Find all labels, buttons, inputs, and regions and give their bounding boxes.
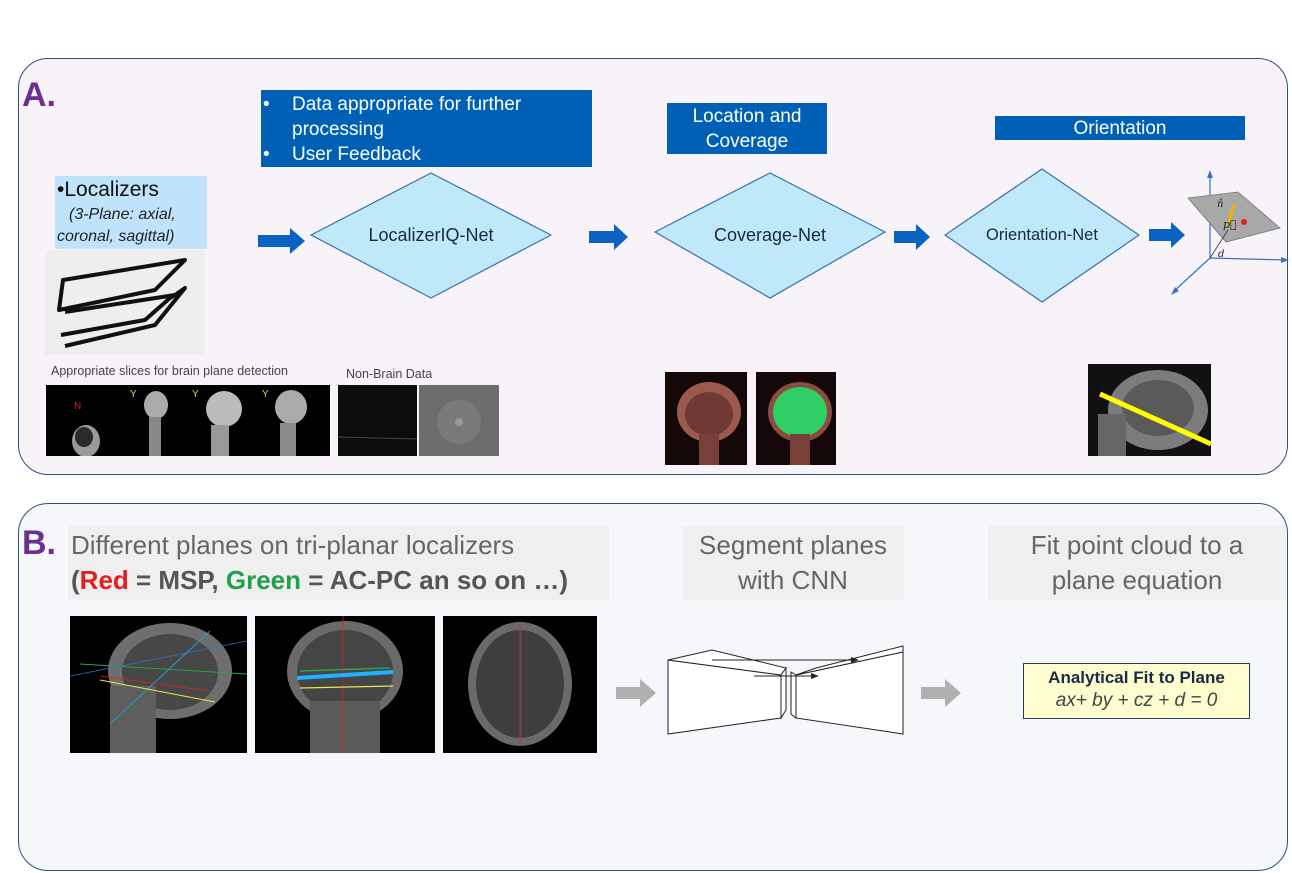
segment-planes-line-2: with CNN	[738, 565, 848, 595]
orientation-output-box: Orientation	[995, 116, 1245, 140]
fit-point-cloud-box: Fit point cloud to a plane equation	[988, 526, 1286, 600]
red-word: Red	[79, 565, 129, 595]
orientation-image	[1088, 364, 1211, 456]
distance-symbol: d	[1218, 249, 1224, 260]
plane-axes-diagram: n̂ p⃗ d	[1171, 170, 1289, 295]
analytical-fit-box: Analytical Fit to Plane ax+ by + cz + d …	[1023, 663, 1250, 719]
non-brain-caption: Non-Brain Data	[346, 367, 433, 381]
sagittal-localizer-image	[70, 616, 247, 753]
green-word: Green	[225, 565, 302, 595]
coverage-output-line-1: Location and	[692, 105, 802, 127]
plane-shape	[1187, 191, 1281, 243]
fit-point-cloud-line-1: Fit point cloud to a	[1030, 530, 1244, 560]
slice-flag-2: Y	[130, 389, 137, 400]
axial-localizer-image	[443, 616, 597, 753]
non-brain-image-2	[419, 385, 499, 456]
segment-planes-line-1: Segment planes	[699, 530, 887, 560]
arrow-to-plane	[1149, 222, 1185, 248]
point-symbol: p⃗	[1223, 218, 1237, 231]
fit-point-cloud-line-2: plane equation	[1051, 565, 1223, 595]
plane-equation: ax+ by + cz + d = 0	[1055, 690, 1218, 711]
arrow-to-coverage-net	[589, 224, 628, 250]
analytical-fit-title: Analytical Fit to Plane	[1048, 668, 1225, 687]
localizers-box: •Localizers (3-Plane: axial, coronal, sa…	[55, 176, 207, 249]
slice-flag-3: Y	[192, 389, 199, 400]
planes-description-box: Different planes on tri-planar localizer…	[68, 526, 609, 600]
non-brain-image-1	[338, 385, 417, 456]
localizers-title: •Localizers	[57, 178, 159, 201]
coverage-output-box: Location and Coverage	[667, 103, 827, 154]
iq-output-item-2: User Feedback	[261, 142, 592, 167]
orientation-net-label: Orientation-Net	[986, 226, 1098, 244]
arrow-to-iq-net	[258, 228, 305, 254]
coverage-net-node: Coverage-Net	[654, 172, 886, 299]
localizeriq-net-node: LocalizerIQ-Net	[310, 172, 552, 299]
appropriate-slices-caption: Appropriate slices for brain plane detec…	[51, 364, 288, 378]
slice-flag-1: N	[74, 401, 81, 412]
localizeriq-net-label: LocalizerIQ-Net	[368, 225, 494, 245]
coverage-image-2	[756, 372, 836, 465]
localizers-subtitle-2: coronal, sagittal)	[57, 228, 175, 245]
localizer-slices-strip: N Y Y Y	[46, 385, 330, 456]
normal-symbol: n̂	[1217, 199, 1223, 210]
panel-b-label: B.	[22, 524, 56, 562]
cnn-diagram	[667, 645, 904, 735]
iq-output-box: Data appropriate for further processing …	[261, 90, 592, 167]
planes-description-line-1: Different planes on tri-planar localizer…	[71, 530, 515, 560]
iq-output-item-1: Data appropriate for further processing	[261, 92, 592, 142]
stacked-planes-sketch	[45, 250, 205, 355]
localizers-subtitle-1: (3-Plane: axial,	[69, 206, 176, 223]
orientation-net-node: Orientation-Net	[944, 168, 1140, 303]
coverage-net-label: Coverage-Net	[713, 225, 827, 245]
coronal-localizer-image	[255, 616, 435, 753]
slice-flag-4: Y	[262, 389, 269, 400]
arrow-to-orientation-net	[894, 224, 930, 250]
gray-arrow-to-cnn	[616, 679, 656, 707]
panel-a-label: A.	[22, 76, 56, 114]
segment-planes-box: Segment planes with CNN	[682, 526, 904, 600]
gray-arrow-to-fit	[921, 679, 961, 707]
coverage-image-1	[665, 372, 747, 465]
coverage-output-line-2: Coverage	[705, 130, 789, 152]
planes-description-line-2: (Red = MSP, Green = AC-PC an so on …)	[71, 565, 569, 595]
